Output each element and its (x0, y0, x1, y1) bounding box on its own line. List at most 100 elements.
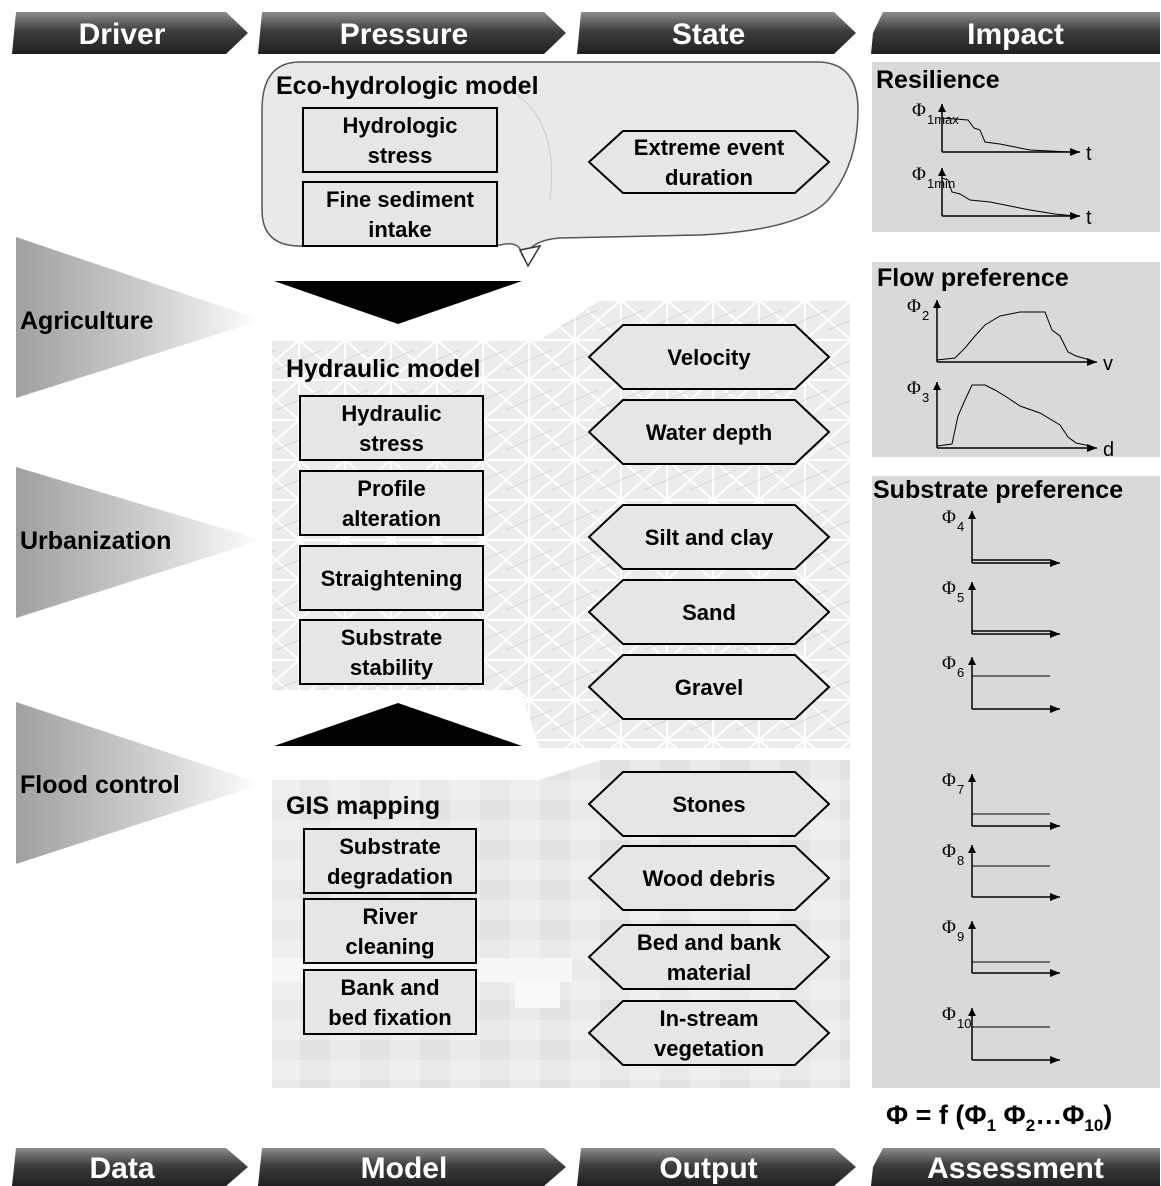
pressure-box (299, 470, 484, 536)
pressure-box-label: stress (368, 143, 433, 168)
formula-sub-2: 2 (1026, 1116, 1035, 1135)
header-arrow-impact (871, 12, 1160, 54)
plot-x-arrowhead (1070, 148, 1080, 156)
state-label: Stones (672, 792, 745, 817)
plot-y-arrowhead (938, 168, 946, 176)
header-label-assessment: Assessment (927, 1152, 1104, 1185)
formula-mid-1: Φ (996, 1100, 1026, 1130)
pressure-box-label: Profile (357, 476, 425, 501)
plot-x-label: d (1103, 439, 1114, 461)
header-arrow-driver (12, 12, 248, 54)
state-hexagon (587, 924, 831, 990)
state-label: Sand (682, 600, 736, 625)
header-arrow-pressure (258, 12, 566, 54)
driver-arrow-flood-control (16, 702, 262, 864)
pressure-box-label: bed fixation (328, 1005, 451, 1030)
phi-symbol: Φ (942, 1004, 956, 1025)
pressure-box-label: stress (359, 431, 424, 456)
plot-x-label: v (1103, 353, 1113, 375)
gis-mapping-title: GIS mapping (286, 792, 440, 820)
state-hexagon (587, 771, 831, 837)
state-label: Velocity (667, 345, 751, 370)
pressure-box-label: River (362, 904, 417, 929)
plot-y-arrowhead (968, 921, 976, 929)
plot-y-arrowhead (968, 774, 976, 782)
pressure-box-label: Fine sediment (326, 187, 475, 212)
plot-x-label: t (1086, 207, 1092, 229)
header-arrow-output (577, 1148, 856, 1186)
state-hexagon (587, 845, 831, 911)
header-label-model: Model (361, 1152, 448, 1185)
header-label-state: State (672, 18, 745, 51)
state-hexagon (587, 399, 831, 465)
phi-subscript: 10 (957, 1016, 971, 1031)
pressure-box-label: Straightening (321, 566, 463, 591)
phi-symbol: Φ (942, 578, 956, 599)
plot-y-arrowhead (933, 300, 941, 308)
pressure-box-label: Hydrologic (343, 113, 458, 138)
driver-label: Urbanization (20, 527, 171, 555)
down-arrow-triangle (274, 281, 522, 324)
plot-y-arrowhead (968, 657, 976, 665)
state-hexagon (587, 130, 831, 194)
state-label: Wood debris (643, 866, 776, 891)
plot-curve (941, 117, 1071, 153)
flow-preference-title: Flow preference (877, 264, 1069, 292)
pressure-box (302, 181, 498, 247)
impact-column: Resilience Flow preference Substrate pre… (872, 62, 1160, 1088)
eco-cloud-crease (509, 89, 553, 201)
formula-sub-1: 1 (987, 1116, 996, 1135)
phi-subscript: 6 (957, 665, 964, 680)
plot-y-arrowhead (968, 582, 976, 590)
eco-model-title: Eco-hydrologic model (276, 72, 539, 100)
state-label: Gravel (675, 675, 744, 700)
hydraulic-model-title: Hydraulic model (286, 355, 481, 383)
phi-symbol: Φ (912, 164, 926, 185)
pressure-box-label: stability (350, 655, 434, 680)
plot-x-arrowhead (1050, 559, 1060, 567)
header-label-impact: Impact (967, 18, 1064, 51)
state-hexagon (587, 324, 831, 390)
pressure-box (303, 898, 477, 964)
pressure-box (299, 395, 484, 461)
phi-symbol: Φ (942, 653, 956, 674)
pressure-box-label: Substrate (341, 625, 442, 650)
substrate-preference-panel (872, 476, 1160, 1088)
phi-symbol: Φ (942, 841, 956, 862)
phi-subscript: 8 (957, 853, 964, 868)
phi-symbol: Φ (907, 378, 921, 399)
state-hexagon (587, 504, 831, 570)
plot-curve (936, 384, 1091, 447)
header-label-data: Data (89, 1152, 154, 1185)
plot-x-arrowhead (1050, 1056, 1060, 1064)
phi-symbol: Φ (942, 917, 956, 938)
driver-label: Flood control (20, 771, 180, 799)
plot-x-label: t (1086, 143, 1092, 165)
plot-curve (936, 311, 1091, 361)
plot-y-arrowhead (968, 511, 976, 519)
header-label-pressure: Pressure (340, 18, 468, 51)
substrate-preference-title: Substrate preference (873, 476, 1123, 504)
phi-subscript: 3 (922, 390, 929, 405)
pressure-box-label: intake (368, 217, 432, 242)
plot-y-arrowhead (938, 104, 946, 112)
formula-end: ) (1103, 1100, 1112, 1130)
phi-symbol: Φ (912, 100, 926, 121)
pressure-box-label: degradation (327, 864, 453, 889)
plot-curve (941, 177, 1076, 217)
plot-x-arrowhead (1050, 822, 1060, 830)
phi-subscript: 7 (957, 782, 964, 797)
pressure-box-label: Substrate (339, 834, 440, 859)
pressure-box-label: alteration (342, 506, 441, 531)
header-arrow-model (258, 1148, 566, 1186)
header-arrow-state (577, 12, 856, 54)
resilience-title: Resilience (876, 66, 1000, 94)
phi-subscript: 9 (957, 929, 964, 944)
plot-x-arrowhead (1050, 969, 1060, 977)
header-arrow-assessment (871, 1148, 1160, 1186)
phi-symbol: Φ (942, 507, 956, 528)
